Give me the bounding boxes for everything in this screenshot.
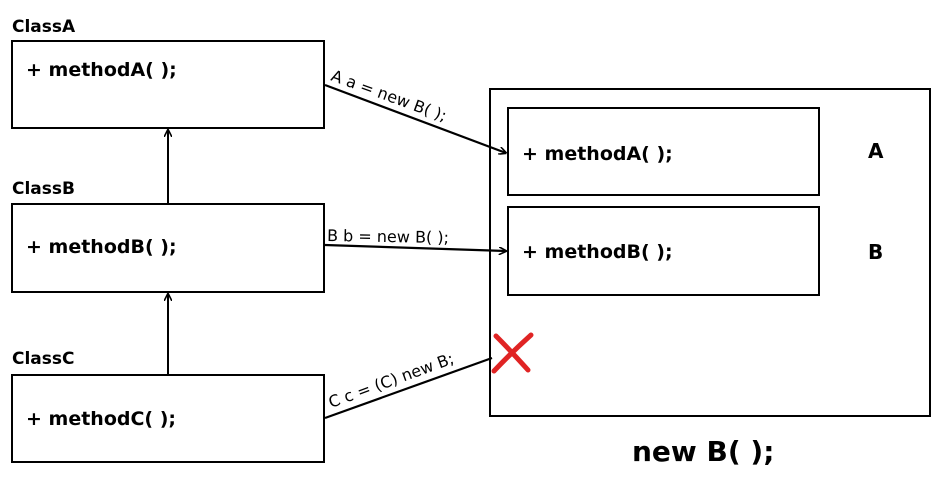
assign-arrow-b [324,243,506,251]
assign-label-b: B b = new B( ); [327,226,449,247]
instance-method-b: + methodB( ); [522,241,673,263]
class-a-method: + methodA( ); [26,59,177,81]
assign-arrow-a [324,83,506,153]
instance-box [489,88,931,417]
instance-caption: new B( ); [632,435,774,468]
assign-label-c: C c = (C) new B; [326,349,456,412]
class-b-label: ClassB [12,179,75,199]
class-a-label: ClassA [12,17,76,37]
instance-method-a: + methodA( ); [522,143,673,165]
class-c-label: ClassC [12,349,75,369]
instance-side-a-label: A [868,139,884,163]
class-b-method: + methodB( ); [26,236,177,258]
assign-line-c [324,356,493,420]
class-c-method: + methodC( ); [26,408,176,430]
cross-mark-icon [491,332,534,374]
instance-side-b-label: B [868,240,883,264]
instance-part-b-box [507,206,820,296]
class-a-box [11,40,325,129]
assign-label-a: A a = new B( ); [329,66,450,125]
